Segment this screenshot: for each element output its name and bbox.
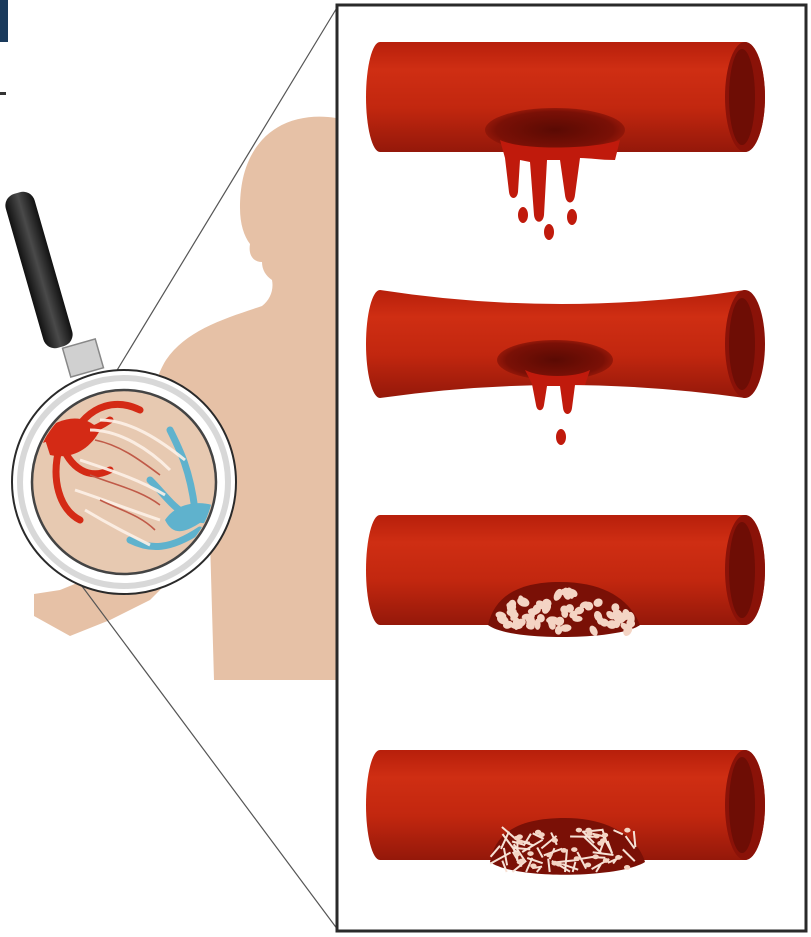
trapped-cell [603, 858, 609, 863]
platelet-plug-stage [366, 515, 765, 637]
trapped-cell [585, 828, 591, 833]
platelet [572, 616, 582, 622]
trapped-cell [624, 828, 630, 833]
trapped-cell [576, 828, 582, 833]
trapped-cell [597, 841, 603, 846]
trapped-cell [571, 847, 577, 852]
trapped-cell [546, 853, 552, 858]
trapped-cell [593, 854, 599, 859]
trapped-cell [602, 833, 608, 838]
trapped-cell [615, 855, 621, 860]
trapped-cell [519, 859, 525, 864]
trapped-cell [517, 839, 523, 844]
corner-mark-blue [0, 0, 8, 42]
trapped-cell [593, 834, 599, 839]
fibrin-clot-stage [366, 750, 765, 875]
trapped-cell [624, 865, 630, 870]
trapped-cell [585, 863, 591, 868]
wound [497, 340, 613, 380]
trapped-cell [574, 856, 580, 861]
trapped-cell [527, 851, 533, 856]
trapped-cell [538, 832, 544, 837]
trapped-cell [517, 834, 523, 839]
trapped-cell [552, 838, 558, 843]
trapped-cell [530, 864, 536, 869]
trapped-cell [561, 848, 567, 853]
trapped-cell [514, 852, 520, 857]
corner-mark-tick [0, 92, 6, 95]
trapped-cell [556, 862, 562, 867]
